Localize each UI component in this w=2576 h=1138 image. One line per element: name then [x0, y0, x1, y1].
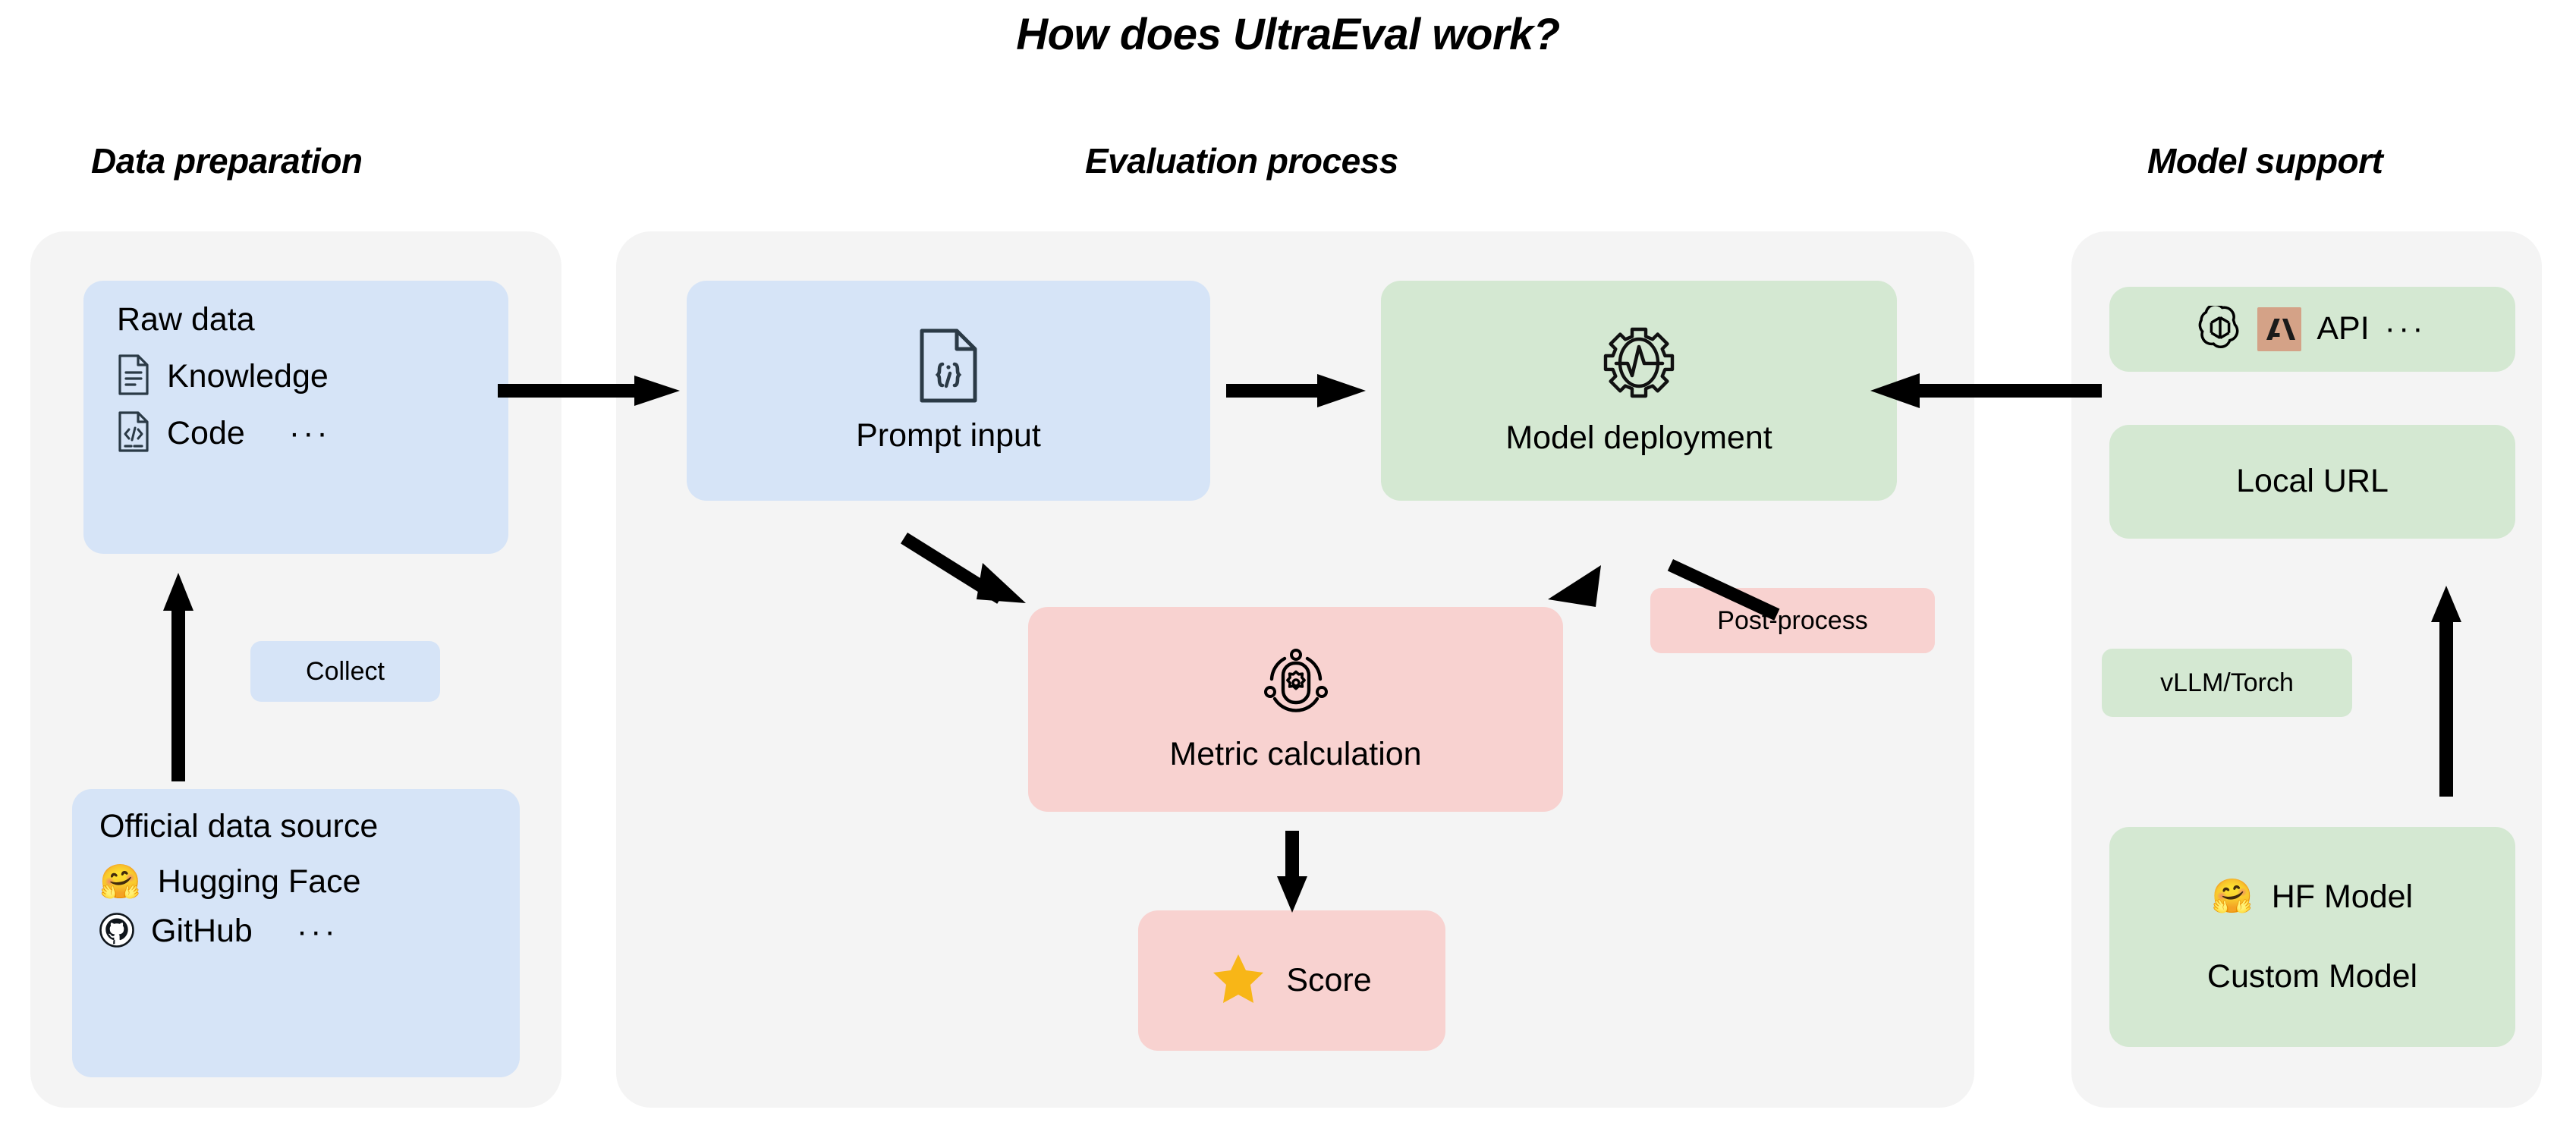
node-local-url[interactable]: Local URL	[2109, 425, 2515, 539]
prompt-input-label: Prompt input	[856, 417, 1041, 454]
hugging-face-emoji: 🤗	[99, 863, 141, 901]
hugging-face-emoji: 🤗	[2211, 878, 2254, 916]
api-label: API	[2317, 310, 2370, 347]
raw-data-ellipsis: ···	[288, 415, 331, 452]
node-official-data-source[interactable]: Official data source 🤗 Hugging Face GitH…	[72, 789, 520, 1077]
star-icon	[1212, 953, 1265, 1008]
node-raw-data[interactable]: Raw data Knowledge Code	[83, 281, 508, 554]
page-title: How does UltraEval work?	[1016, 10, 1560, 59]
official-source-item-hugging-face: 🤗 Hugging Face	[99, 863, 361, 901]
official-source-item-github: GitHub ···	[99, 912, 338, 951]
anthropic-icon	[2257, 307, 2302, 351]
model-deployment-label: Model deployment	[1505, 419, 1772, 456]
official-source-label-github: GitHub	[151, 913, 253, 950]
raw-data-item-code: Code ···	[117, 411, 331, 456]
github-icon	[99, 912, 134, 951]
official-source-label-hugging-face: Hugging Face	[157, 863, 361, 901]
document-text-icon	[117, 354, 150, 399]
raw-data-label-knowledge: Knowledge	[167, 358, 329, 395]
chip-vllm-torch: vLLM/Torch	[2102, 649, 2352, 717]
metric-calculation-label: Metric calculation	[1169, 735, 1422, 772]
custom-model-label: Custom Model	[2206, 958, 2418, 995]
score-label: Score	[1286, 961, 1372, 998]
hf-model-row: 🤗 HF Model	[2212, 879, 2413, 915]
post-process-label: Post-process	[1717, 605, 1868, 635]
api-ellipsis: ···	[2384, 310, 2427, 347]
node-api[interactable]: API ···	[2109, 287, 2515, 372]
official-source-title: Official data source	[99, 808, 379, 844]
official-source-ellipsis: ···	[296, 913, 338, 950]
collect-label: Collect	[306, 656, 385, 686]
node-prompt-input[interactable]: Prompt input	[687, 281, 1210, 501]
chip-post-process: Post-process	[1650, 588, 1935, 653]
chip-collect: Collect	[250, 641, 440, 702]
vllm-torch-label: vLLM/Torch	[2160, 668, 2294, 697]
node-metric-calculation[interactable]: Metric calculation	[1028, 607, 1563, 812]
document-code-icon	[117, 411, 150, 456]
section-title-data-preparation: Data preparation	[91, 141, 363, 181]
node-hf-custom-model[interactable]: 🤗 HF Model Custom Model	[2109, 827, 2515, 1047]
gear-pulse-icon	[1599, 325, 1678, 410]
custom-model-row: Custom Model	[2206, 958, 2418, 995]
node-score[interactable]: Score	[1138, 910, 1445, 1051]
section-title-model-support: Model support	[2147, 141, 2383, 181]
section-title-evaluation-process: Evaluation process	[1085, 141, 1398, 181]
raw-data-label-code: Code	[167, 415, 245, 452]
node-model-deployment[interactable]: Model deployment	[1381, 281, 1897, 501]
openai-icon	[2198, 303, 2242, 354]
hf-model-label: HF Model	[2271, 878, 2414, 915]
json-document-icon	[917, 328, 980, 407]
atom-gear-icon	[1260, 646, 1332, 726]
raw-data-title: Raw data	[117, 301, 255, 338]
local-url-label: Local URL	[2236, 463, 2389, 500]
raw-data-item-knowledge: Knowledge	[117, 354, 329, 399]
